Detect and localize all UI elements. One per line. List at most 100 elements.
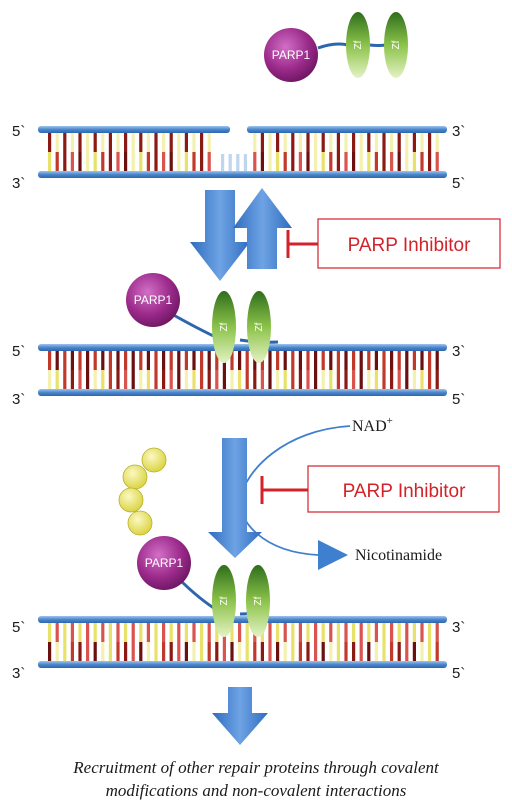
- base-pair-bottom: [162, 370, 166, 390]
- base-pair-bottom: [101, 152, 105, 172]
- arrow-down-final: [212, 687, 268, 745]
- base-pair-top: [298, 622, 302, 642]
- base-pair-bottom: [139, 370, 143, 390]
- base-pair-top: [70, 132, 74, 152]
- base-pair-top: [367, 350, 371, 370]
- base-pair-bottom: [352, 152, 356, 172]
- base-pair-top: [314, 132, 318, 152]
- base-pair-top: [207, 622, 211, 642]
- base-pair-top: [306, 132, 310, 152]
- base-pair-top: [344, 622, 348, 642]
- nad-label: NAD+: [352, 415, 393, 435]
- base-pair-top: [283, 622, 287, 642]
- base-pair-bottom: [207, 642, 211, 662]
- zf-label-2: Zf: [254, 322, 265, 331]
- base-pair-top: [374, 622, 378, 642]
- zinc-finger-1: [212, 565, 236, 637]
- base-pair-top: [55, 132, 59, 152]
- base-pair-top: [116, 132, 120, 152]
- base-pair-bottom: [412, 152, 416, 172]
- unpaired-base: [228, 154, 232, 172]
- base-pair-bottom: [93, 370, 97, 390]
- label-3prime-bottom-left: 3`: [12, 175, 25, 192]
- base-pair-top: [382, 132, 386, 152]
- base-pair-top: [306, 350, 310, 370]
- base-pair-bottom: [184, 370, 188, 390]
- label-3prime-top-right: 3`: [452, 123, 465, 140]
- base-pair-top: [139, 622, 143, 642]
- base-pair-top: [48, 622, 52, 642]
- base-pair-top: [108, 350, 112, 370]
- arrow-down: [190, 190, 250, 281]
- base-pair-top: [192, 132, 196, 152]
- base-pair-top: [420, 622, 424, 642]
- base-pair-bottom: [283, 642, 287, 662]
- base-pair-top: [268, 622, 272, 642]
- base-pair-top: [336, 622, 340, 642]
- base-pair-bottom: [268, 370, 272, 390]
- base-pair-top: [359, 622, 363, 642]
- top-strand: [38, 344, 447, 351]
- base-pair-bottom: [291, 642, 295, 662]
- base-pair-top: [70, 350, 74, 370]
- base-pair-top: [428, 622, 432, 642]
- base-pair-top: [268, 350, 272, 370]
- base-pair-bottom: [344, 370, 348, 390]
- base-pair-top: [390, 350, 394, 370]
- base-pair-top: [93, 622, 97, 642]
- base-pair-bottom: [116, 370, 120, 390]
- base-pair-top: [238, 350, 242, 370]
- base-pair-top: [177, 132, 181, 152]
- base-pair-bottom: [390, 370, 394, 390]
- base-pair-bottom: [55, 642, 59, 662]
- base-pair-top: [352, 132, 356, 152]
- base-pair-bottom: [215, 370, 219, 390]
- base-pair-bottom: [116, 642, 120, 662]
- top-strand-left: [38, 126, 230, 133]
- inhibitor-label: PARP Inhibitor: [343, 481, 467, 502]
- base-pair-bottom: [405, 152, 409, 172]
- base-pair-top: [336, 350, 340, 370]
- base-pair-top: [329, 350, 333, 370]
- base-pair-bottom: [397, 642, 401, 662]
- base-pair-bottom: [412, 370, 416, 390]
- unpaired-base: [221, 154, 225, 172]
- base-pair-bottom: [367, 152, 371, 172]
- base-pair-top: [367, 132, 371, 152]
- base-pair-top: [78, 350, 82, 370]
- base-pair-bottom: [63, 152, 67, 172]
- base-pair-bottom: [169, 642, 173, 662]
- base-pair-bottom: [420, 370, 424, 390]
- base-pair-top: [162, 132, 166, 152]
- base-pair-top: [131, 132, 135, 152]
- base-pair-top: [108, 622, 112, 642]
- base-pair-top: [260, 132, 264, 152]
- base-pair-bottom: [329, 152, 333, 172]
- base-pair-bottom: [101, 642, 105, 662]
- base-pair-bottom: [321, 152, 325, 172]
- parp1-free: PARP1 Zf Zf: [264, 12, 408, 82]
- base-pair-top: [291, 132, 295, 152]
- base-pair-bottom: [336, 642, 340, 662]
- base-pair-top: [344, 350, 348, 370]
- base-pair-bottom: [390, 642, 394, 662]
- base-pair-top: [238, 622, 242, 642]
- base-pair-top: [63, 622, 67, 642]
- base-pair-top: [283, 132, 287, 152]
- base-pair-bottom: [169, 370, 173, 390]
- base-pair-top: [184, 132, 188, 152]
- base-pair-bottom: [382, 642, 386, 662]
- nicotinamide-label: Nicotinamide: [355, 547, 442, 564]
- dna-duplex-bound: 5` 3` 3` 5`: [12, 343, 465, 408]
- zf-label-2: Zf: [391, 40, 402, 49]
- base-pair-top: [405, 132, 409, 152]
- base-pair-bottom: [86, 642, 90, 662]
- base-pair-top: [359, 350, 363, 370]
- base-pair-top: [200, 622, 204, 642]
- base-pair-bottom: [230, 642, 234, 662]
- base-pair-bottom: [162, 152, 166, 172]
- base-pair-bottom: [184, 152, 188, 172]
- base-pair-bottom: [48, 152, 52, 172]
- base-pair-top: [207, 132, 211, 152]
- base-pair-bottom: [268, 642, 272, 662]
